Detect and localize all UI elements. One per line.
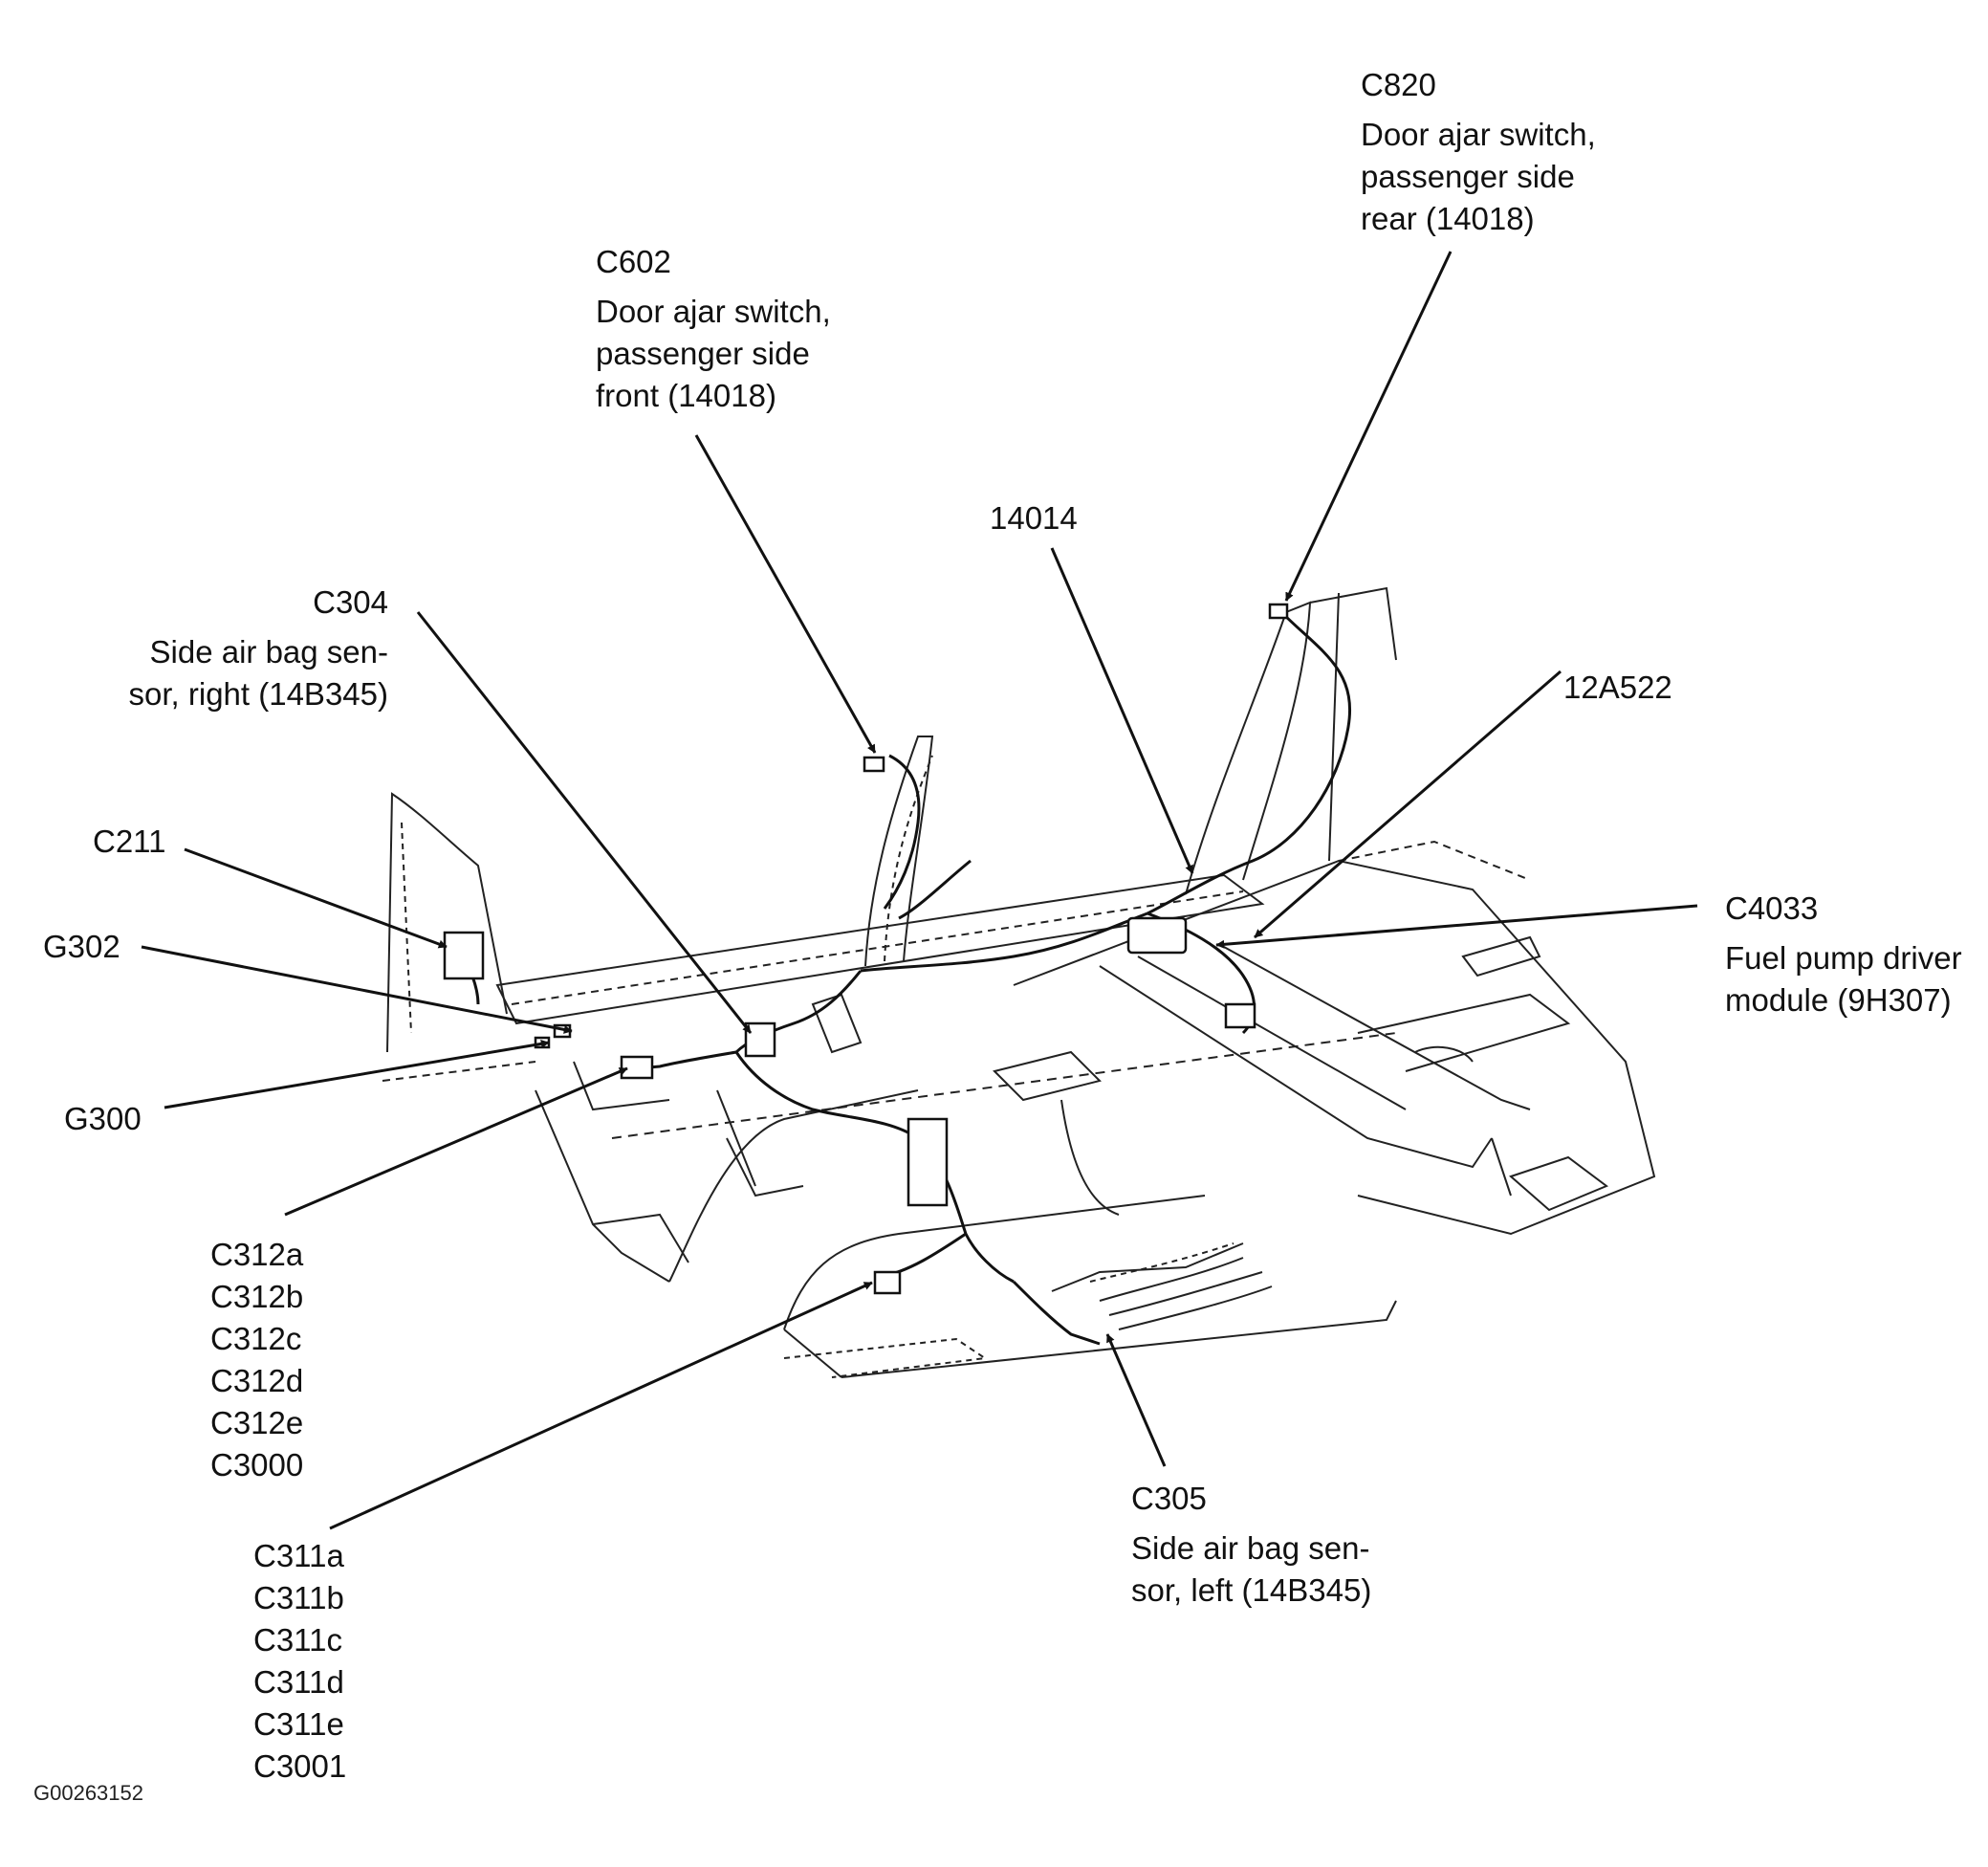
label-c304: C304 Side air bag sen- sor, right (14B34… [129,582,388,715]
label-c305: C305 Side air bag sen- sor, left (14B345… [1131,1478,1371,1612]
description-line: passenger side [1361,159,1575,194]
connector-code: C820 [1361,67,1436,102]
label-14014: 14014 [990,497,1078,539]
label-g300: G300 [64,1098,142,1140]
label-g302: G302 [43,926,120,968]
description-line: Side air bag sen- [149,634,388,670]
description-line: Fuel pump driver [1725,940,1962,976]
connector-code: C311b [253,1580,344,1615]
connector-code: C312b [210,1279,304,1314]
description-line: Door ajar switch, [596,294,831,329]
description-line: Side air bag sen- [1131,1530,1370,1566]
description-line: front (14018) [596,378,776,413]
label-c602: C602 Door ajar switch, passenger side fr… [596,241,831,417]
label-c4033: C4033 Fuel pump driver module (9H307) [1725,888,1962,1021]
ground-code: G302 [43,929,120,964]
connector-code: C311e [253,1706,344,1742]
connector-code: C311a [253,1538,344,1573]
description-line: module (9H307) [1725,982,1952,1018]
connectors [443,603,1289,1295]
description-line: passenger side [596,336,810,371]
ground-code: G300 [64,1101,142,1136]
figure-id: G00263152 [33,1781,143,1805]
label-c311-group: C311a C311b C311c C311d C311e C3001 [253,1535,346,1788]
connector-code: C3000 [210,1447,304,1483]
connector-code: C602 [596,244,671,279]
connector-code: C312c [210,1321,302,1356]
description-line: Door ajar switch, [1361,117,1596,152]
label-c211: C211 [93,821,165,863]
body-structure [382,586,1656,1378]
connector-code: C3001 [253,1748,347,1784]
leader-lines [141,251,1698,1530]
label-c312-group: C312a C312b C312c C312d C312e C3000 [210,1234,303,1486]
connector-code: C305 [1131,1481,1207,1516]
connector-code: C312a [210,1237,304,1272]
part-number: 14014 [990,500,1078,536]
part-number: 12A522 [1563,670,1672,705]
description-line: sor, left (14B345) [1131,1572,1372,1608]
connector-code: C311d [253,1664,344,1700]
connector-code: C312d [210,1363,304,1398]
connector-code: C304 [313,584,388,620]
label-12a522: 12A522 [1563,667,1672,709]
connector-code: C4033 [1725,890,1819,926]
description-line: sor, right (14B345) [128,676,388,712]
description-line: rear (14018) [1361,201,1535,236]
connector-code: C211 [93,824,166,859]
label-c820: C820 Door ajar switch, passenger side re… [1361,64,1596,240]
connector-code: C311c [253,1622,342,1658]
connector-code: C312e [210,1405,304,1440]
